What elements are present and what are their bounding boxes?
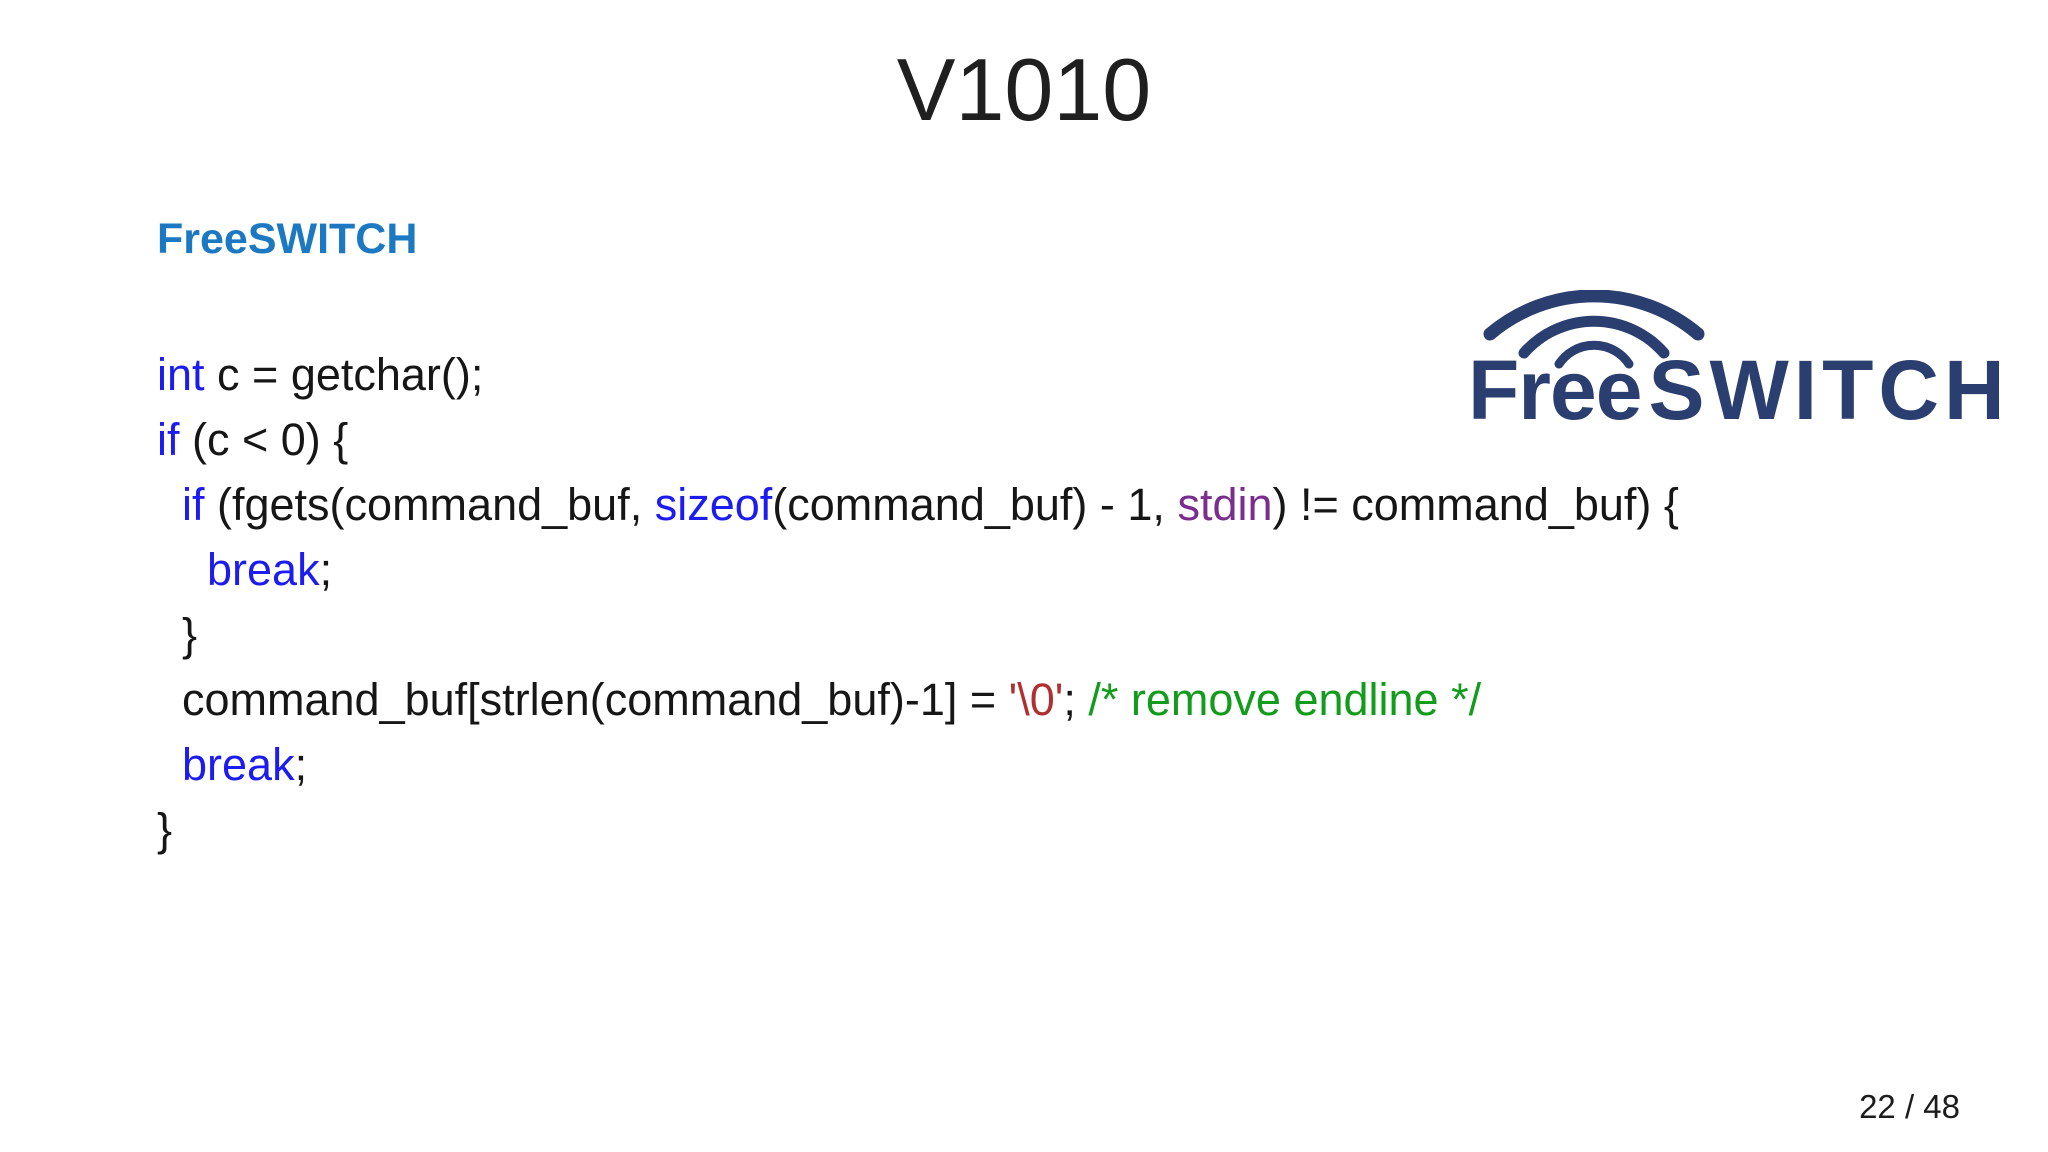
freeswitch-logo: FreeSWITCH <box>1468 290 2048 442</box>
code-segment-keyword: if <box>182 479 205 530</box>
code-segment-keyword: break <box>182 739 295 790</box>
code-segment-plain: ; <box>319 544 333 595</box>
code-line: } <box>157 602 1679 667</box>
code-segment-plain: } <box>157 804 173 855</box>
code-segment-plain <box>157 479 182 530</box>
wifi-arcs-icon <box>1483 290 1705 369</box>
code-segment-keyword: break <box>207 544 320 595</box>
freeswitch-heading: FreeSWITCH <box>157 215 418 263</box>
code-segment-plain <box>157 544 207 595</box>
code-segment-plain: ) != command_buf) { <box>1272 479 1679 530</box>
code-segment-comment: /* remove endline */ <box>1088 674 1482 725</box>
code-line: command_buf[strlen(command_buf)-1] = '\0… <box>157 667 1679 732</box>
code-segment-plain: c = getchar(); <box>204 349 484 400</box>
code-segment-plain: ; <box>294 739 308 790</box>
code-segment-plain: (command_buf) - 1, <box>772 479 1178 530</box>
logo-text: FreeSWITCH <box>1468 346 2010 434</box>
code-segment-plain <box>157 739 182 790</box>
code-segment-keyword: sizeof <box>654 479 773 530</box>
code-segment-plain: (fgets(command_buf, <box>204 479 655 530</box>
code-segment-stdlib: stdin <box>1177 479 1273 530</box>
slide-title: V1010 <box>896 40 1152 139</box>
code-line: break; <box>157 537 1679 602</box>
logo-text-free: Free <box>1468 343 1642 437</box>
code-line: if (c < 0) { <box>157 407 1679 472</box>
code-line: break; <box>157 732 1679 797</box>
code-line: } <box>157 797 1679 862</box>
code-segment-plain: ; <box>1063 674 1089 725</box>
code-segment-keyword: int <box>157 349 205 400</box>
code-segment-keyword: if <box>157 414 180 465</box>
code-line: if (fgets(command_buf, sizeof(command_bu… <box>157 472 1679 537</box>
code-line: int c = getchar(); <box>157 342 1679 407</box>
code-segment-plain: command_buf[strlen(command_buf)-1] = <box>157 674 1009 725</box>
code-segment-plain: } <box>157 609 198 660</box>
page-number: 22 / 48 <box>1859 1088 1960 1125</box>
code-segment-plain: (c < 0) { <box>179 414 349 465</box>
code-segment-string: '\0' <box>1008 674 1064 725</box>
logo-text-switch: SWITCH <box>1648 343 2010 437</box>
code-block: int c = getchar();if (c < 0) { if (fgets… <box>157 342 1679 862</box>
